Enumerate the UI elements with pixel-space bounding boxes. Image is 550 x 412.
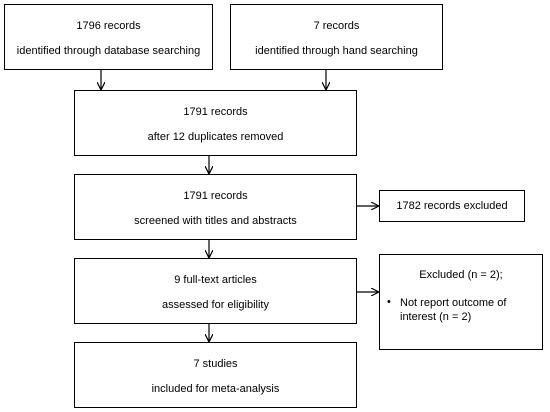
box-database-search: 1796 records identified through database… (4, 4, 213, 70)
box-hand-search-desc: identified through hand searching (255, 45, 418, 57)
box-screened: 1791 records screened with titles and ab… (74, 174, 357, 240)
box-included-desc: included for meta-analysis (151, 383, 280, 395)
box-fulltext-assessed: 9 full-text articles assessed for eligib… (74, 258, 357, 324)
box-included-count: 7 studies (193, 358, 238, 370)
box-fulltext-excluded-reason: Not report outcome of interest (n = 2) (400, 297, 507, 323)
box-database-search-desc: identified through database searching (16, 45, 201, 57)
box-included: 7 studies included for meta-analysis (74, 342, 357, 408)
box-fulltext-excluded-header: Excluded (n = 2); (419, 269, 503, 281)
box-database-search-count: 1796 records (76, 20, 141, 32)
box-records-excluded-text: 1782 records excluded (396, 200, 508, 212)
box-fulltext-assessed-count: 9 full-text articles (174, 274, 257, 286)
box-hand-search: 7 records identified through hand search… (230, 4, 443, 70)
box-duplicates-removed: 1791 records after 12 duplicates removed (74, 90, 357, 156)
box-duplicates-removed-desc: after 12 duplicates removed (147, 131, 284, 143)
box-screened-count: 1791 records (183, 190, 248, 202)
box-records-excluded: 1782 records excluded (379, 190, 525, 222)
box-fulltext-assessed-desc: assessed for eligibility (162, 299, 269, 311)
box-duplicates-removed-count: 1791 records (183, 106, 248, 118)
box-fulltext-excluded: Excluded (n = 2); • Not report outcome o… (379, 254, 543, 350)
box-screened-desc: screened with titles and abstracts (134, 215, 297, 227)
bullet-icon: • (387, 296, 391, 308)
box-hand-search-count: 7 records (313, 20, 360, 32)
